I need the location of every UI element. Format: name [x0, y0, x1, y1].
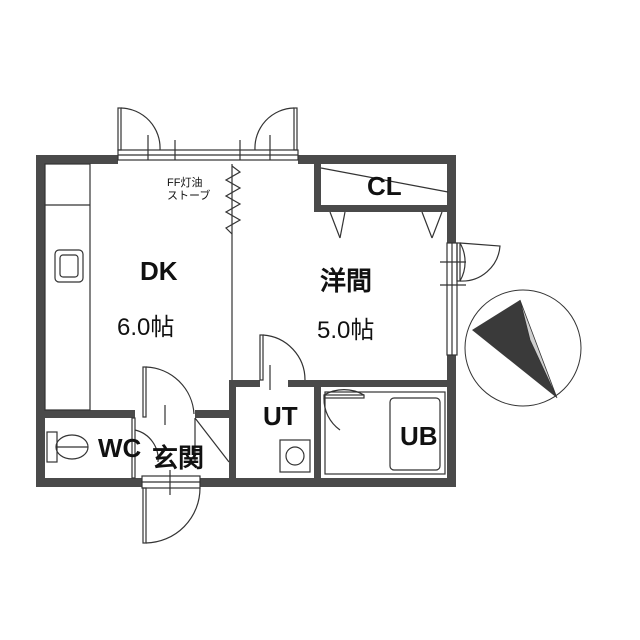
closet: [320, 167, 449, 239]
toilet-fixture: [46, 431, 89, 463]
door-top-right: [254, 107, 298, 160]
door-front: [141, 470, 201, 544]
room-label-bath: UB: [400, 421, 438, 451]
room-size-western: 5.0帖: [317, 317, 374, 344]
unit-bath: [324, 391, 446, 475]
room-label-utility: UT: [263, 401, 298, 431]
door-bath: [323, 389, 365, 431]
heater-label-line2: ストーブ: [167, 188, 210, 202]
door-toilet: [131, 417, 159, 479]
kitchen-counter: [44, 163, 91, 411]
exterior-walls: [36, 155, 456, 487]
top-window-frame: [117, 140, 299, 161]
right-window: [440, 242, 501, 356]
room-size-dk: 6.0帖: [117, 314, 174, 341]
room-label-closet: CL: [367, 171, 402, 201]
room-label-dk: DK: [140, 256, 178, 286]
washbasin: [279, 439, 311, 473]
heater-label-line1: FF灯油: [167, 175, 202, 189]
door-utility: [259, 334, 306, 390]
door-entrance-inner: [142, 366, 195, 425]
room-label-western: 洋間: [320, 266, 372, 296]
room-divider: [224, 164, 242, 380]
interior-walls: [45, 164, 450, 480]
door-top-left: [117, 107, 161, 160]
room-label-entrance: 玄関: [152, 443, 204, 473]
compass-icon: [464, 289, 582, 407]
room-label-toilet: WC: [98, 433, 142, 463]
entrance-step: [194, 417, 230, 463]
